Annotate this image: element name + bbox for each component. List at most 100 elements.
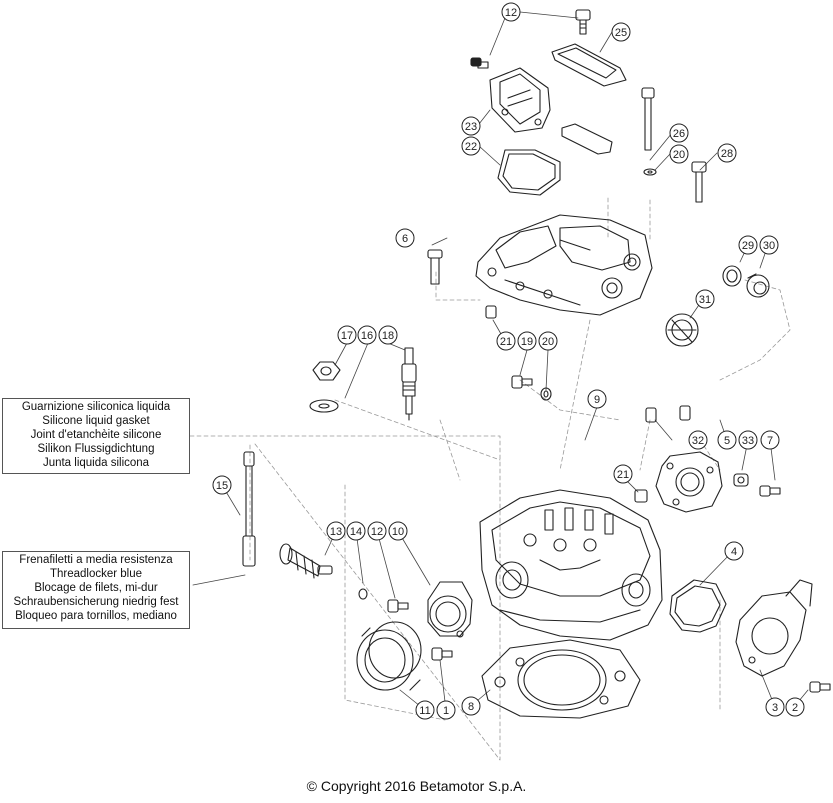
part-18-spark-plug	[401, 347, 417, 421]
callout-label: 31	[699, 294, 711, 306]
part-23-valve-cover	[489, 67, 551, 133]
part-5-housing	[655, 451, 723, 513]
callout: 2	[785, 697, 805, 717]
callout-label: 25	[615, 27, 627, 39]
part-33-nut	[733, 473, 749, 487]
callout: 32	[688, 430, 708, 450]
main-cylinder-head	[479, 489, 663, 641]
part-1-bolt	[431, 647, 453, 661]
callout-label: 18	[382, 330, 394, 342]
callout: 8	[461, 696, 481, 716]
callout-label: 30	[763, 240, 775, 252]
callout: 12	[501, 2, 521, 22]
part-7-bolt	[759, 485, 781, 497]
part-20-washer	[540, 387, 552, 401]
note-line: Guarnizione siliconica liquida	[21, 401, 171, 413]
callout-label: 32	[692, 435, 704, 447]
part-21-plug-lower	[634, 489, 648, 503]
callout-label: 19	[521, 336, 533, 348]
part-20-washer-top	[643, 168, 657, 176]
callout: 21	[496, 331, 516, 351]
callout: 20	[538, 331, 558, 351]
part-16-washer	[309, 399, 339, 413]
callout-label: 23	[465, 121, 477, 133]
part-19-bolt	[511, 375, 533, 389]
callout-label: 13	[330, 526, 342, 538]
callout: 31	[695, 289, 715, 309]
part-11-intake-boot	[356, 621, 422, 691]
note-line: Threadlocker blue	[49, 568, 143, 580]
callout: 7	[760, 430, 780, 450]
callout: 29	[738, 235, 758, 255]
note-line: Junta liquida silicona	[42, 457, 150, 469]
callout-label: 6	[402, 233, 408, 245]
callout: 20	[669, 144, 689, 164]
callout-label: 10	[392, 526, 404, 538]
callout: 5	[717, 430, 737, 450]
part-8-head-gasket	[481, 639, 641, 719]
callout-label: 1	[443, 705, 449, 717]
part-30-plug	[746, 273, 770, 298]
part-21-plug-top	[485, 305, 497, 319]
callout-label: 7	[767, 435, 773, 447]
callout: 4	[724, 541, 744, 561]
note-line: Silikon Flussigdichtung	[37, 443, 155, 455]
callout-balloons: 12 25 26 20 28 23 22 6 29 30 31 17 16 18…	[212, 2, 805, 720]
note-line: Bloqueo para tornillos, mediano	[15, 610, 177, 622]
callout-label: 21	[500, 336, 512, 348]
callout-label: 16	[361, 330, 373, 342]
threadlocker-note-box: Frenafiletti a media resistenza Threadlo…	[2, 551, 190, 629]
callout-label: 21	[617, 469, 629, 481]
part-31-cap	[665, 313, 699, 347]
part-14-ring	[358, 588, 368, 600]
callout: 14	[346, 521, 366, 541]
callout: 18	[378, 325, 398, 345]
part-4-gasket	[669, 579, 727, 633]
part-26-long-bolt	[641, 87, 655, 151]
callout: 21	[613, 464, 633, 484]
part-10-intake-flange	[427, 581, 473, 638]
note-line: Joint d'etanchèite silicone	[30, 429, 162, 441]
callout-label: 9	[594, 394, 600, 406]
callout-label: 17	[341, 330, 353, 342]
part-28-bolt	[691, 161, 707, 203]
callout: 9	[587, 389, 607, 409]
callout-label: 20	[542, 336, 554, 348]
callout-label: 14	[350, 526, 362, 538]
part-15-guide-tube	[242, 451, 256, 567]
callout: 11	[415, 700, 435, 720]
callout-label: 26	[673, 128, 685, 140]
callout-label: 8	[468, 701, 474, 713]
callout: 17	[337, 325, 357, 345]
callout: 15	[212, 475, 232, 495]
assembly-guide-lines	[189, 197, 791, 761]
callout-label: 28	[721, 148, 733, 160]
part-29-oring	[722, 265, 742, 287]
callout: 16	[357, 325, 377, 345]
callout-label: 2	[792, 702, 798, 714]
callout-label: 12	[371, 526, 383, 538]
callout-label: 11	[419, 705, 430, 717]
callout: 12	[367, 521, 387, 541]
callout: 1	[436, 700, 456, 720]
part-3-pump-cover	[735, 579, 813, 677]
callout: 19	[517, 331, 537, 351]
note-line: Silicone liquid gasket	[42, 415, 150, 427]
callout-label: 12	[505, 7, 517, 19]
callout: 26	[669, 123, 689, 143]
callout: 25	[611, 22, 631, 42]
note-line: Schraubensicherung niedrig fest	[13, 596, 179, 608]
bolt-12-left	[470, 57, 489, 69]
part-22-gasket-ring	[497, 149, 561, 196]
callout: 6	[395, 228, 415, 248]
callout-label: 33	[742, 435, 754, 447]
cam-carrier-housing	[475, 214, 653, 316]
callout-label: 20	[673, 149, 685, 161]
callout: 33	[738, 430, 758, 450]
callout: 23	[461, 116, 481, 136]
callout-label: 29	[742, 240, 754, 252]
callout: 3	[765, 697, 785, 717]
callout: 28	[717, 143, 737, 163]
note-line: Blocage de filets, mi-dur	[34, 582, 158, 594]
